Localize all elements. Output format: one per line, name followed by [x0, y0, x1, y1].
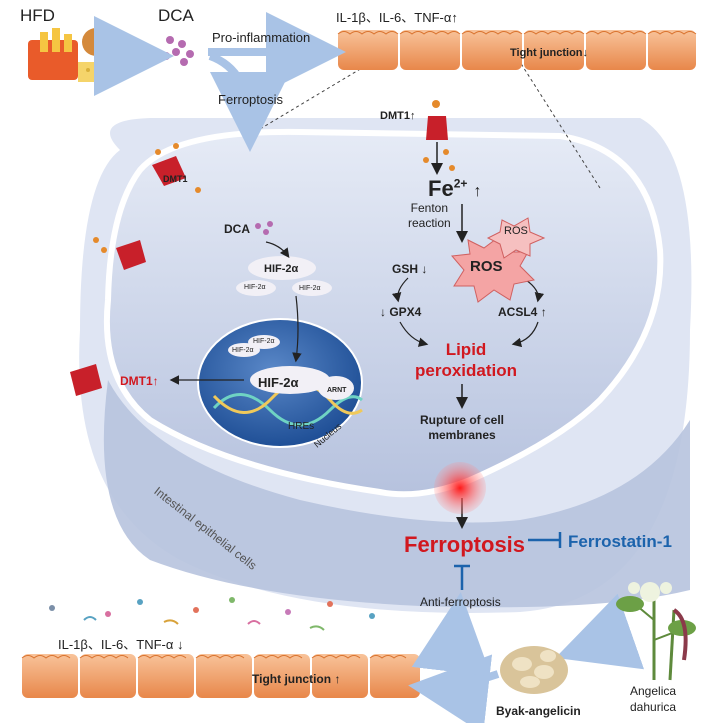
zoom-line-right: [519, 61, 601, 189]
anti-ferroptosis-label: Anti-ferroptosis: [420, 595, 501, 609]
ros-label-small: ROS: [504, 225, 528, 237]
arrow-acsl4-to-lipid: [511, 321, 539, 348]
dca-label-top: DCA: [158, 6, 194, 25]
ferroptosis-main-label: Ferroptosis: [404, 532, 526, 557]
inhibit-ferrostatin: [528, 532, 562, 548]
angelica-dahurica-plant: [616, 582, 696, 681]
angelica-line-2: dahurica: [630, 700, 677, 714]
gsh-label: GSH ↓: [392, 262, 427, 276]
gut-microbes: [49, 597, 375, 631]
ferroptosis-pathway-label: Ferroptosis: [218, 92, 284, 107]
epithelium-bottom: [21, 654, 420, 698]
rupture-line-2: membranes: [428, 428, 496, 442]
tight-junction-top-label: Tight junction↓: [510, 47, 588, 59]
ros-label-main: ROS: [470, 258, 503, 275]
tight-junction-bottom-label: Tight junction ↑: [252, 672, 340, 686]
up-arrow-icon: ↑: [451, 10, 458, 25]
pro-inflammation-label: Pro-inflammation: [212, 30, 311, 45]
lipid-line-2: peroxidation: [415, 361, 518, 380]
up-arrow-icon: ↑: [473, 183, 482, 200]
arrow-gsh-to-gpx4: [391, 277, 409, 303]
arrow-up-to-anti-ferroptosis: [411, 592, 492, 677]
epithelium-top: [337, 30, 697, 70]
cytokines-bottom-label: IL-1β、IL-6、TNF-α ↓: [58, 634, 184, 653]
ros-star-small: [486, 217, 546, 259]
cytokines-top-text: IL-1β、IL-6、TNF-α: [336, 10, 452, 25]
hif-bubble-main-dca: [248, 256, 316, 280]
dmt1-top-label: DMT1↑: [380, 110, 415, 122]
arrow-ferroptosis-down: [208, 52, 290, 152]
fe-superscript: 2+: [453, 176, 468, 191]
dmt1-top-text: DMT1: [380, 110, 410, 122]
gsh-text: GSH: [392, 262, 419, 276]
arrow-gpx4-to-lipid: [399, 321, 429, 347]
dmt1-membrane-label: DMT1: [163, 174, 188, 184]
gpx4-text: GPX4: [389, 305, 422, 319]
down-arrow-icon: ↓: [177, 637, 184, 652]
angelica-dahurica-label: Angelica dahurica: [630, 683, 676, 715]
up-arrow-icon: ↑: [334, 672, 341, 686]
arrow-plant-to-byak: [555, 593, 645, 670]
hif-bubble-nuc-main: [250, 366, 330, 394]
acsl4-label: ACSL4 ↑: [498, 305, 547, 319]
rupture-line-1: Rupture of cell: [420, 413, 505, 427]
dmt1-transporter-low: [70, 364, 102, 396]
hif-small-label-1: HIF-2α: [244, 284, 266, 291]
arrow-hif-to-nucleus: [292, 295, 302, 363]
dmt1-transporter-mid: [93, 237, 146, 270]
cytokines-top-label: IL-1β、IL-6、TNF-α↑: [336, 7, 458, 26]
hif-main-label: HIF-2α: [264, 263, 299, 275]
byak-angelicin-image: [500, 646, 568, 694]
byak-angelicin-label: Byak-angelicin: [496, 704, 581, 718]
dca-molecules-inside: [255, 221, 273, 235]
ferrostatin-label: Ferrostatin-1: [568, 532, 672, 551]
cell-membrane-lower: [103, 380, 691, 608]
hres-label: HREs: [288, 421, 315, 432]
dca-inside-label: DCA: [224, 222, 250, 236]
dca-molecules-top: [162, 36, 194, 66]
tight-junction-top-text: Tight junction: [510, 47, 583, 59]
inhibit-anti-ferroptosis: [454, 564, 470, 590]
hif-small-label-2: HIF-2α: [299, 285, 321, 292]
cytokines-bottom-text: IL-1β、IL-6、TNF-α: [58, 637, 174, 652]
fe-text: Fe: [428, 176, 454, 201]
hfd-label: HFD: [20, 6, 55, 25]
angelica-line-1: Angelica: [630, 684, 677, 698]
fe-ion-label: Fe2+ ↑: [428, 176, 482, 202]
dmt1-upregulated-label: DMT1↑: [120, 374, 159, 388]
down-arrow-icon: ↓: [582, 47, 589, 59]
arrow-dca-to-hif: [265, 241, 290, 258]
zoom-line-left: [254, 61, 373, 133]
hif-nucleus-label: HIF-2α: [258, 375, 299, 390]
hfd-food-icon: [28, 28, 116, 82]
down-arrow-icon: ↓: [421, 262, 428, 276]
dmt1-transporter-top: [423, 100, 455, 171]
arrow-back-to-epithelium: [408, 654, 500, 723]
hif-small-label-3: HIF-2α: [253, 338, 275, 345]
up-arrow-icon: ↑: [540, 305, 547, 319]
dmt1-transporter-membrane: [152, 143, 201, 193]
membrane-rupture-burst: [434, 462, 486, 514]
arnt-label: ARNT: [327, 387, 347, 394]
arnt-bubble: [318, 376, 354, 400]
tight-junction-bottom-text: Tight junction: [252, 672, 332, 686]
hif-small-label-4: HIF-2α: [232, 347, 254, 354]
hif-bubble-left: [236, 280, 276, 296]
hif-bubble-right: [292, 280, 332, 296]
up-arrow-icon: ↑: [152, 374, 159, 388]
fenton-line-2: reaction: [408, 216, 451, 230]
acsl4-text: ACSL4: [498, 305, 538, 319]
gpx4-label: ↓ GPX4: [380, 305, 421, 319]
hif-bubble-nuc-2: [228, 343, 260, 357]
lipid-peroxidation-label: Lipid peroxidation: [415, 339, 517, 381]
down-arrow-icon: ↓: [380, 305, 386, 319]
dmt1-red-text: DMT1: [120, 374, 153, 388]
fenton-line-1: Fenton: [410, 201, 449, 215]
up-arrow-icon: ↑: [409, 110, 416, 122]
lipid-line-1: Lipid: [445, 340, 487, 359]
